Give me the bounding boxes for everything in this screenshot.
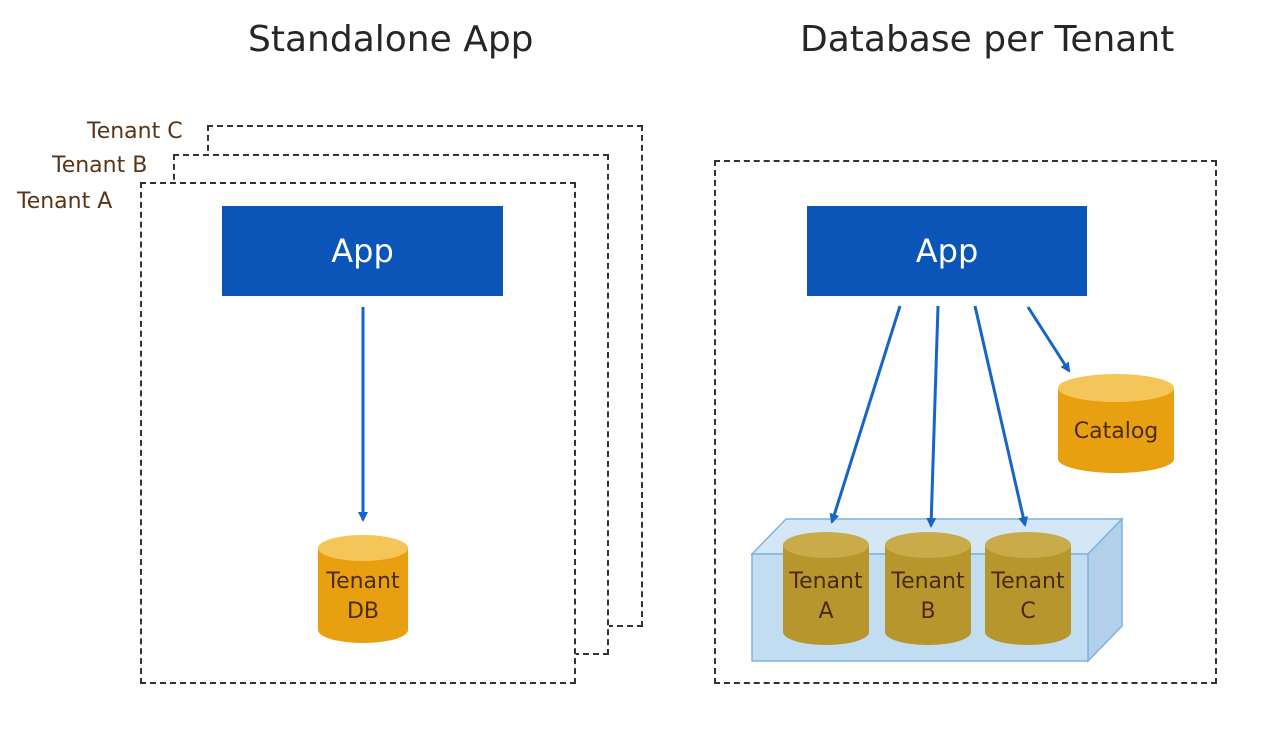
multi-tenant-app-box: App (807, 206, 1087, 296)
catalog-db-label: Catalog (1073, 419, 1159, 444)
app-to-catalog-arrow (1026, 306, 1071, 373)
tenant-a-cylinder (783, 532, 869, 645)
multi-tenant-app-label: App (915, 232, 979, 270)
tenant-db-label: Tenant DB (326, 569, 400, 624)
tenant-c-cylinder (985, 532, 1071, 645)
catalog-cylinder (1058, 374, 1174, 473)
tenant-b-db-label: Tenant B (891, 569, 965, 624)
tenant-db-cylinder (318, 535, 408, 643)
tenant-b-cylinder (885, 532, 971, 645)
app-to-tenant-a-arrow (829, 305, 902, 524)
tenant-c-label: Tenant C (87, 121, 187, 143)
tenant-a-db-label: Tenant A (789, 569, 863, 624)
app-to-tenant-b-arrow (926, 305, 940, 528)
standalone-app-box: App (222, 206, 503, 296)
database-per-tenant-title: Database per Tenant (800, 19, 1175, 60)
standalone-app-label: App (331, 232, 394, 270)
standalone-app-title: Standalone App (248, 19, 534, 60)
tenant-a-label: Tenant A (17, 191, 117, 213)
tenant-c-db-label: Tenant C (991, 569, 1065, 624)
app-to-tenant-c-arrow (973, 305, 1029, 527)
tenant-b-label: Tenant B (52, 155, 152, 177)
